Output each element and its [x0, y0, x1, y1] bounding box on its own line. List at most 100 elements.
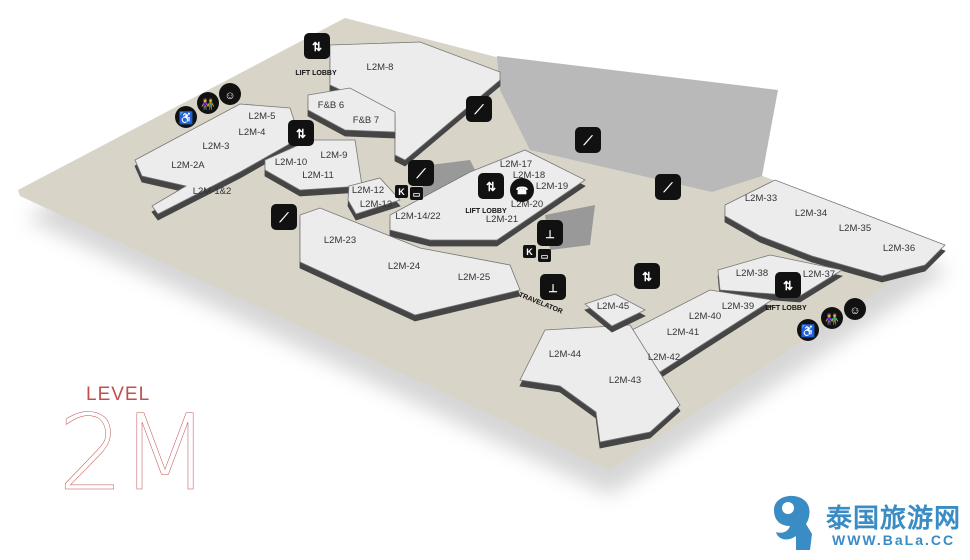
svg-text:⟋: ⟋ — [582, 133, 593, 148]
lift-lobby-label: LIFT LOBBY — [465, 208, 507, 215]
store-label: L2M-41 — [667, 327, 699, 338]
store-labels: L2M-8 F&B 6 F&B 7 L2M-5 L2M-4 L2M-3 L2M-… — [171, 62, 915, 386]
baby-care-icon[interactable]: ☺ — [219, 83, 241, 105]
wheelchair-icon[interactable]: ♿ — [175, 106, 197, 128]
svg-text:⇅: ⇅ — [642, 270, 652, 284]
svg-text:K: K — [398, 187, 405, 197]
svg-text:👫: 👫 — [201, 98, 215, 111]
store-label: L2M-12 — [352, 185, 384, 196]
store-cluster-43-44[interactable] — [519, 324, 681, 443]
atm-icon[interactable]: ▭ — [410, 187, 423, 200]
kiosk-icon[interactable]: K — [523, 245, 536, 258]
store-label: L2M-24 — [388, 261, 420, 272]
store-label: L2M-38 — [736, 268, 768, 279]
store-label: L2M-33 — [745, 193, 777, 204]
store-label: L2M-35 — [839, 223, 871, 234]
store-label: L2M-13 — [360, 199, 392, 210]
svg-text:☎: ☎ — [516, 186, 528, 197]
svg-text:▭: ▭ — [413, 190, 421, 199]
store-label: L2M-21 — [486, 214, 518, 225]
store-label: L2M-43 — [609, 375, 641, 386]
restroom-icon[interactable]: 👫 — [197, 92, 219, 114]
store-label: L2M-5 — [249, 111, 276, 122]
escalator-icon[interactable]: ⟋ — [466, 96, 492, 122]
svg-text:☺: ☺ — [849, 305, 860, 317]
store-label: L2M-23 — [324, 235, 356, 246]
store-cluster-12-13[interactable] — [347, 177, 401, 215]
store-label: L2M-36 — [883, 243, 915, 254]
store-label: F&B 6 — [318, 100, 344, 111]
svg-text:⇅: ⇅ — [296, 127, 306, 141]
parking-area — [497, 56, 778, 192]
store-label: L2M-4 — [239, 127, 266, 138]
store-label: L2M-11 — [302, 170, 334, 181]
store-label: L2M-2A — [171, 160, 205, 171]
store-label: L2M-25 — [458, 272, 490, 283]
store-label: L2M-18 — [513, 170, 545, 181]
customer-service-icon[interactable]: ☎ — [510, 178, 534, 202]
escalator-icon[interactable]: ⟋ — [655, 174, 681, 200]
store-label: L2M-45 — [597, 301, 629, 312]
svg-text:☺: ☺ — [224, 90, 235, 102]
svg-text:⟋: ⟋ — [473, 102, 484, 117]
store-label: L2M-19 — [536, 181, 568, 192]
store-label: L2M-34 — [795, 208, 827, 219]
escalator-icon[interactable]: ⟋ — [408, 160, 434, 186]
store-label: L2M-8 — [367, 62, 394, 73]
lift-icon[interactable]: ⇅ — [304, 33, 330, 59]
lift-lobby-label: LIFT LOBBY — [765, 305, 807, 312]
store-label: L2M-9 — [321, 150, 348, 161]
svg-text:♿: ♿ — [801, 324, 816, 338]
store-cluster-left[interactable] — [134, 103, 301, 215]
store-cluster-33-36[interactable] — [724, 179, 946, 277]
store-label: L2M-44 — [549, 349, 581, 360]
lift-icon[interactable]: ⇅ — [634, 263, 660, 289]
restroom-icon[interactable]: 👫 — [821, 307, 843, 329]
wheelchair-icon[interactable]: ♿ — [797, 319, 819, 341]
level-number: 2M — [58, 392, 210, 515]
store-l2m-45[interactable] — [584, 293, 646, 327]
lift-icon[interactable]: ⇅ — [288, 120, 314, 146]
escalator-icon[interactable]: ⟋ — [575, 127, 601, 153]
store-label: L2M-37 — [803, 269, 835, 280]
store-label: L2M-14/22 — [395, 211, 440, 222]
svg-text:⊥: ⊥ — [545, 229, 555, 241]
baby-care-icon[interactable]: ☺ — [844, 298, 866, 320]
store-fb[interactable] — [307, 87, 396, 133]
store-label: L2M-42 — [648, 352, 680, 363]
travelator-icon[interactable]: ⊥ — [537, 220, 563, 246]
facility-icons: ⇅ ⇅ ⇅ ⇅ ⇅ ⟋ ⟋ ⟋ ⟋ ⟋ ☎ ⊥ ⊥ K K ▭ ▭ ♿ 👫 ☺ … — [175, 33, 866, 341]
store-label: L2M-40 — [689, 311, 721, 322]
svg-text:⊥: ⊥ — [548, 283, 558, 295]
svg-text:👫: 👫 — [825, 313, 839, 326]
store-label: L2M-20 — [511, 199, 543, 210]
watermark-chinese: 泰国旅游网 — [826, 503, 962, 533]
atm-icon[interactable]: ▭ — [538, 249, 551, 262]
svg-text:K: K — [526, 247, 533, 257]
watermark-url: WWW.BaLa.CC — [832, 532, 956, 548]
lift-icon[interactable]: ⇅ — [775, 272, 801, 298]
svg-text:⟋: ⟋ — [415, 166, 426, 181]
svg-text:⟋: ⟋ — [662, 180, 673, 195]
lift-lobby-label: LIFT LOBBY — [295, 70, 337, 77]
lift-icon[interactable]: ⇅ — [478, 173, 504, 199]
travelator-icon[interactable]: ⊥ — [540, 274, 566, 300]
svg-text:▭: ▭ — [541, 252, 549, 261]
store-label: L2M-1&2 — [193, 186, 232, 197]
store-cluster-23-25[interactable] — [299, 207, 521, 316]
store-label: L2M-10 — [275, 157, 307, 168]
elephant-logo-icon — [774, 495, 812, 550]
store-label: F&B 7 — [353, 115, 379, 126]
svg-text:♿: ♿ — [179, 111, 194, 125]
svg-text:⇅: ⇅ — [312, 40, 322, 54]
watermark-logo: 泰国旅游网 WWW.BaLa.CC — [766, 490, 966, 554]
store-label: L2M-39 — [722, 301, 754, 312]
svg-text:⇅: ⇅ — [486, 180, 496, 194]
escalator-icon[interactable]: ⟋ — [271, 204, 297, 230]
svg-text:⇅: ⇅ — [783, 279, 793, 293]
svg-text:⟋: ⟋ — [278, 210, 289, 225]
level-label: LEVEL — [86, 384, 151, 405]
store-label: L2M-17 — [500, 159, 532, 170]
kiosk-icon[interactable]: K — [395, 185, 408, 198]
